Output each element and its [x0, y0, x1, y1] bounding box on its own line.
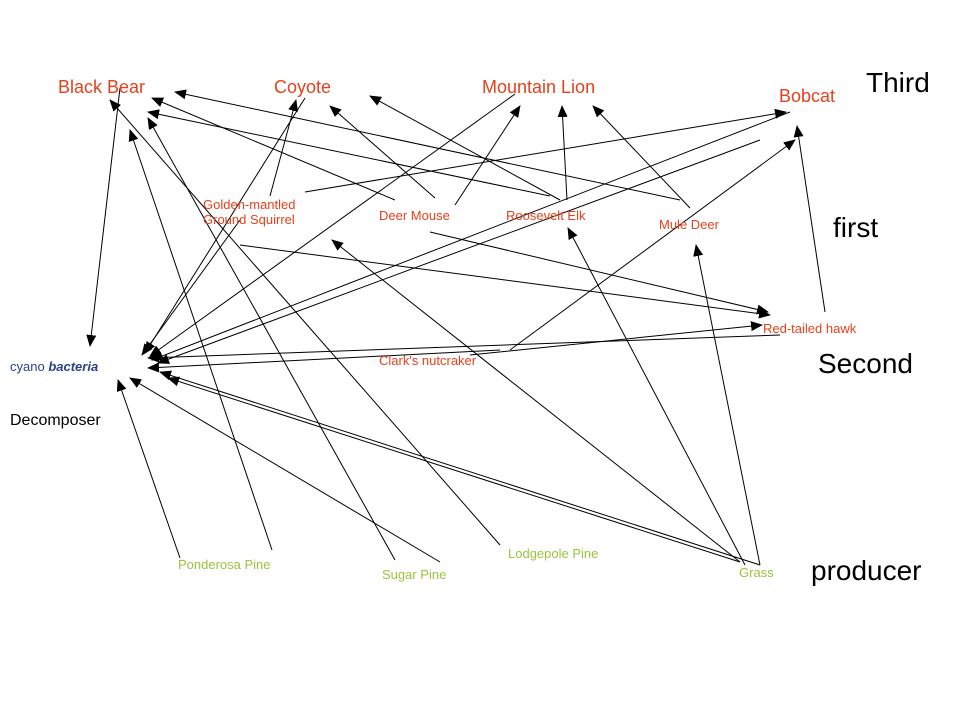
arrow-16 — [329, 105, 436, 199]
arrow-11 — [167, 376, 741, 563]
arrow-6 — [157, 139, 761, 364]
arrow-20 — [369, 95, 561, 201]
node-deer-mouse: Deer Mouse — [379, 208, 450, 223]
arrow-5 — [141, 219, 241, 356]
node-golden-mantled-ground-squirrel: Golden-mantled Ground Squirrel — [203, 197, 296, 228]
arrow-27 — [147, 117, 396, 561]
arrow-21 — [147, 109, 551, 197]
level-label-producer: producer — [811, 555, 922, 586]
arrow-layer — [86, 87, 826, 566]
arrow-33 — [469, 321, 763, 356]
arrow-30 — [567, 227, 746, 566]
node-sugar-pine: Sugar Pine — [382, 567, 447, 582]
arrow-3 — [149, 93, 516, 357]
level-label-first: first — [833, 212, 879, 243]
level-label-third: Third — [866, 67, 930, 98]
arrow-12 — [159, 370, 761, 566]
arrow-14 — [304, 108, 787, 193]
arrow-18 — [429, 231, 769, 315]
node-mountain-lion: Mountain Lion — [482, 77, 596, 97]
arrow-2 — [144, 97, 306, 354]
arrow-8 — [147, 349, 501, 373]
node-roosevelt-elk: Roosevelt Elk — [506, 208, 586, 223]
arrow-25 — [509, 139, 796, 351]
arrow-29 — [693, 244, 761, 566]
arrow-10 — [129, 377, 441, 563]
node-lodgepole-pine: Lodgepole Pine — [508, 546, 599, 561]
arrow-7 — [147, 334, 781, 363]
node-mule-deer: Mule Deer — [659, 217, 719, 232]
cyano-prefix: cyano — [10, 359, 49, 374]
node-cyano-bacteria: cyano bacteria — [10, 359, 99, 375]
arrow-15 — [151, 97, 396, 201]
arrow-1 — [86, 87, 121, 347]
arrow-13 — [269, 99, 298, 197]
arrow-24 — [793, 125, 826, 313]
cyano-bold: bacteria — [48, 359, 99, 374]
arrow-31 — [331, 239, 741, 563]
arrow-28 — [109, 99, 501, 546]
node-ponderosa-pine: Ponderosa Pine — [178, 557, 271, 572]
node-clarks-nutcracker: Clark's nutcraker — [379, 353, 477, 368]
decomposer-label: Decomposer — [10, 412, 101, 429]
arrow-23 — [174, 89, 681, 201]
arrow-26 — [128, 129, 273, 551]
arrow-9 — [116, 379, 181, 559]
arrow-17 — [454, 105, 521, 206]
node-red-tailed-hawk: Red-tailed hawk — [763, 321, 857, 336]
ground-squirrel-label-line2: Ground Squirrel — [203, 211, 295, 227]
node-coyote: Coyote — [274, 77, 332, 97]
arrow-19 — [557, 105, 568, 201]
node-black-bear: Black Bear — [58, 77, 146, 97]
arrow-32 — [239, 244, 771, 319]
arrow-22 — [592, 105, 691, 209]
node-grass: Grass — [739, 565, 774, 580]
level-label-second: Second — [818, 348, 913, 379]
node-bobcat: Bobcat — [779, 86, 836, 106]
arrow-4 — [151, 111, 791, 361]
ground-squirrel-label-line1: Golden-mantled — [203, 197, 296, 212]
